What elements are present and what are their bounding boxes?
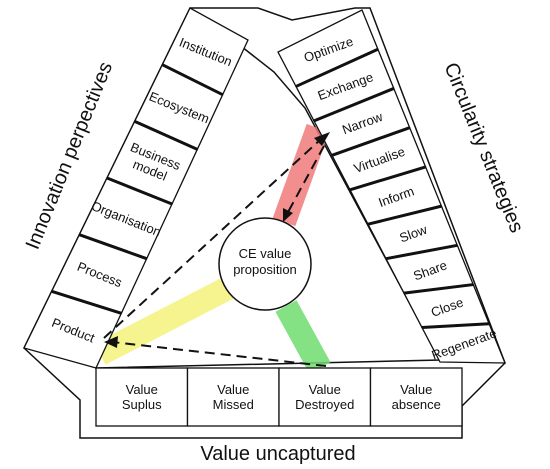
value-cell-value-missed — [186, 367, 280, 427]
yellow-highlight-band — [94, 277, 234, 365]
ce-value-proposition-circle — [218, 217, 312, 311]
circularity-divider — [367, 204, 442, 226]
arrowhead-narrow — [314, 132, 330, 146]
innovation-divider — [51, 289, 122, 315]
green-highlight-band — [275, 300, 331, 374]
circularity-divider — [349, 165, 426, 192]
circularity-strategies-title: Circularity strategies — [439, 60, 527, 236]
value-cell-value-destroyed — [278, 367, 372, 427]
arrowhead-product — [104, 336, 118, 348]
value-cell-value-suplus — [95, 367, 189, 427]
circularity-divider — [331, 126, 411, 157]
arrow-destroyed-to-product — [111, 341, 327, 367]
value-uncaptured-title: Value uncaptured — [200, 443, 355, 465]
value-cell-value-absence — [369, 367, 463, 427]
circularity-divider — [385, 243, 458, 261]
innovation-divider — [134, 119, 198, 151]
red-highlight-band — [272, 123, 330, 227]
innovation-perspectives-column: InstitutionEcosystemBusinessmodelOrganis… — [23, 7, 249, 369]
arrow-heads — [104, 132, 330, 348]
arrow-narrow-to-center — [286, 145, 325, 215]
circularity-divider — [295, 47, 379, 88]
arrowhead-center — [283, 208, 293, 222]
innovation-divider — [161, 63, 224, 97]
circularity-divider — [313, 87, 395, 123]
dashed-arrows — [103, 139, 327, 367]
innovation-divider — [106, 176, 173, 206]
arrow-product-to-narrow — [103, 139, 321, 339]
circularity-divider — [421, 322, 490, 330]
innovation-divider — [78, 233, 148, 261]
circularity-strategies-column: OptimizeExchangeNarrowVirtualiseInformSl… — [277, 9, 506, 364]
circularity-divider — [403, 283, 474, 295]
